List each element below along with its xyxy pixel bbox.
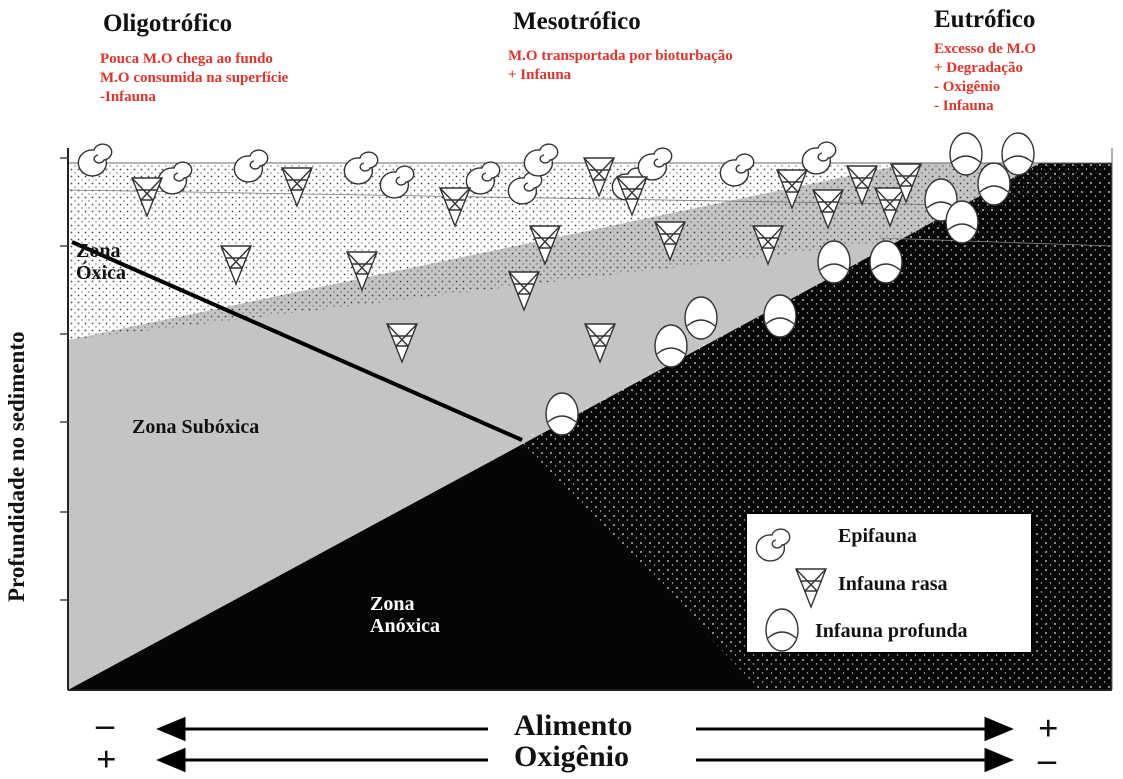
oxic-zone-label-line: Zona [76,240,126,262]
food-label: Alimento [514,709,632,743]
eutrophic-note: - Oxigênio [934,78,1036,97]
eutrophic-note: - Infauna [934,97,1036,116]
oligotrophic-notes: Pouca M.O chega ao fundo M.O consumida n… [100,50,288,107]
suboxic-zone-label: Zona Subóxica [132,416,259,438]
oxygen-label: Oxigênio [514,740,629,774]
mesotrophic-notes: M.O transportada por bioturbação + Infau… [508,47,733,85]
food-left-sign: – [96,706,114,742]
anoxic-zone-label: Zona Anóxica [370,593,440,637]
oxygen-left-sign: + [96,741,117,777]
oligotrophic-note: M.O consumida na superfície [100,69,288,88]
oligotrophic-title: Oligotrófico [103,10,232,38]
legend-shallow-infauna-label: Infauna rasa [838,573,947,596]
eutrophic-note: + Degradação [934,59,1036,78]
anoxic-zone-label-line: Anóxica [370,615,440,637]
eutrophic-title: Eutrófico [934,6,1035,34]
y-axis-ticks [60,158,68,600]
oligotrophic-note: Pouca M.O chega ao fundo [100,50,288,69]
legend-epifauna-label: Epifauna [838,525,917,548]
oxic-zone-label-line: Óxica [76,262,126,284]
legend-deep-infauna-icon [766,609,798,651]
y-axis-label: Profundidade no sedimento [4,331,30,602]
eutrophic-notes: Excesso de M.O + Degradação - Oxigênio -… [934,40,1036,116]
eutrophic-note: Excesso de M.O [934,40,1036,59]
oxic-zone-label: Zona Óxica [76,240,126,284]
mesotrophic-title: Mesotrófico [513,8,641,36]
legend-deep-infauna-label: Infauna profunda [815,620,967,643]
mesotrophic-note: M.O transportada por bioturbação [508,47,733,66]
anoxic-zone-label-line: Zona [370,593,440,615]
oxygen-right-sign: – [1038,741,1056,777]
mesotrophic-note: + Infauna [508,66,733,85]
oligotrophic-note: -Infauna [100,88,288,107]
